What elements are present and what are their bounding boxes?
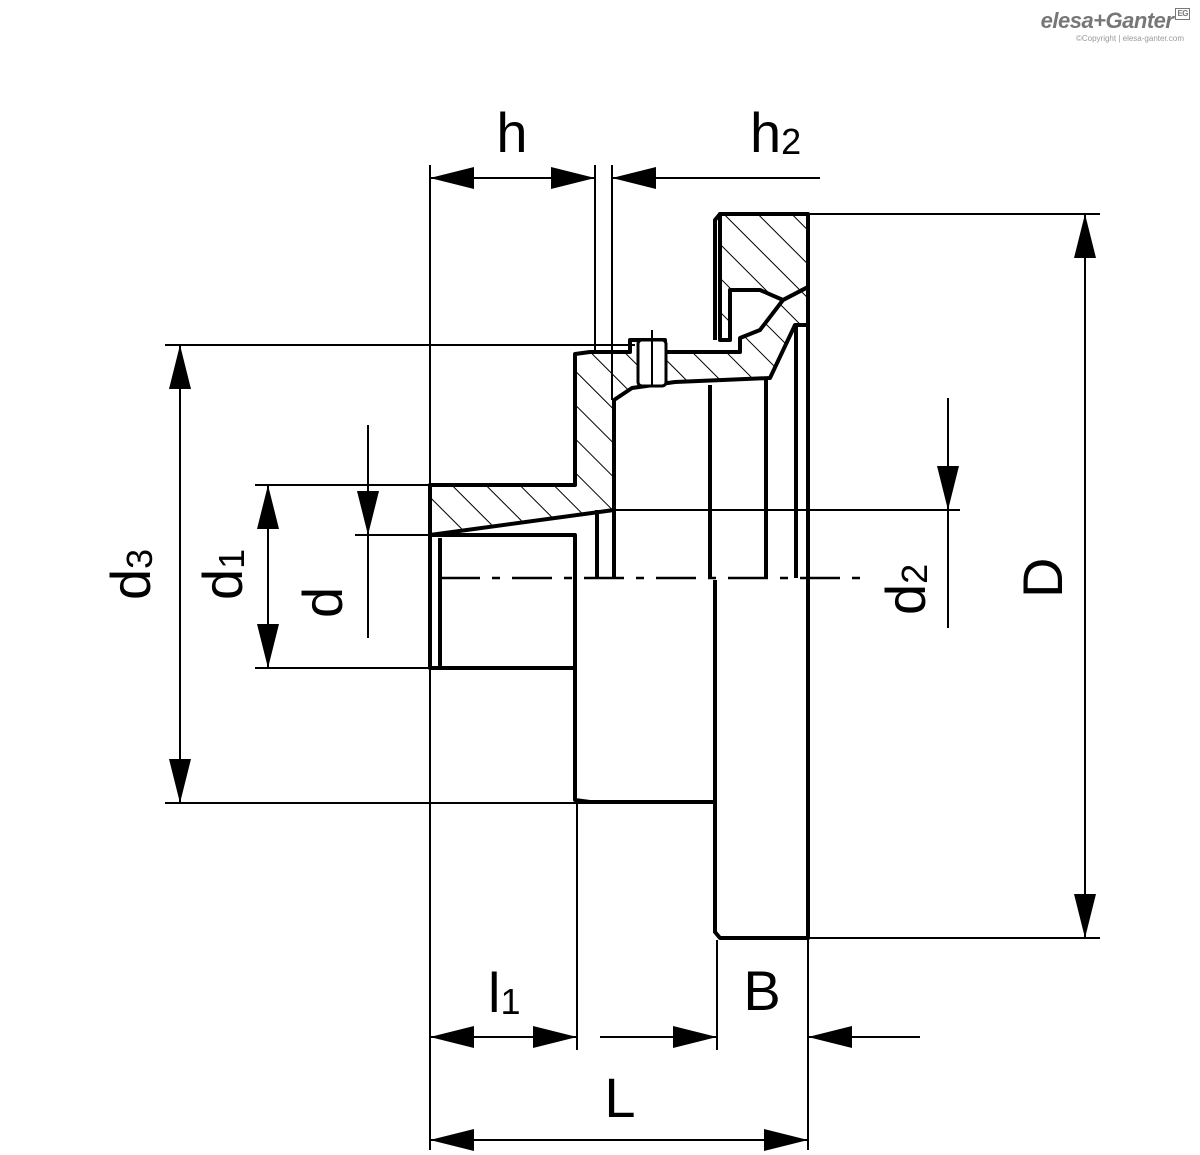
label-D: D — [1011, 558, 1074, 598]
rim-outline — [713, 214, 810, 940]
logo-copyright: ©Copyright | elesa-ganter.com — [1075, 34, 1184, 43]
label-d2: d2 — [874, 564, 937, 615]
web-step — [713, 212, 722, 340]
label-d3: d3 — [99, 549, 162, 600]
hub-outline — [428, 485, 715, 804]
logo-badge: EG — [1175, 8, 1190, 20]
label-d: d — [291, 587, 354, 618]
dimension-labels: h h2 d3 d1 d d2 D l1 B L — [99, 101, 1074, 1129]
label-h2: h2 — [750, 101, 801, 164]
label-B: B — [743, 959, 780, 1022]
handwheel-section — [428, 212, 860, 940]
dimension-lines — [165, 165, 1100, 1151]
hub-section-hatched — [428, 285, 810, 537]
logo-text: elesa+Ganter — [1040, 8, 1174, 33]
bore-outline — [430, 533, 577, 668]
label-l1: l1 — [488, 961, 520, 1024]
label-d1: d1 — [191, 549, 254, 600]
label-L: L — [604, 1066, 635, 1129]
label-h: h — [496, 101, 527, 164]
